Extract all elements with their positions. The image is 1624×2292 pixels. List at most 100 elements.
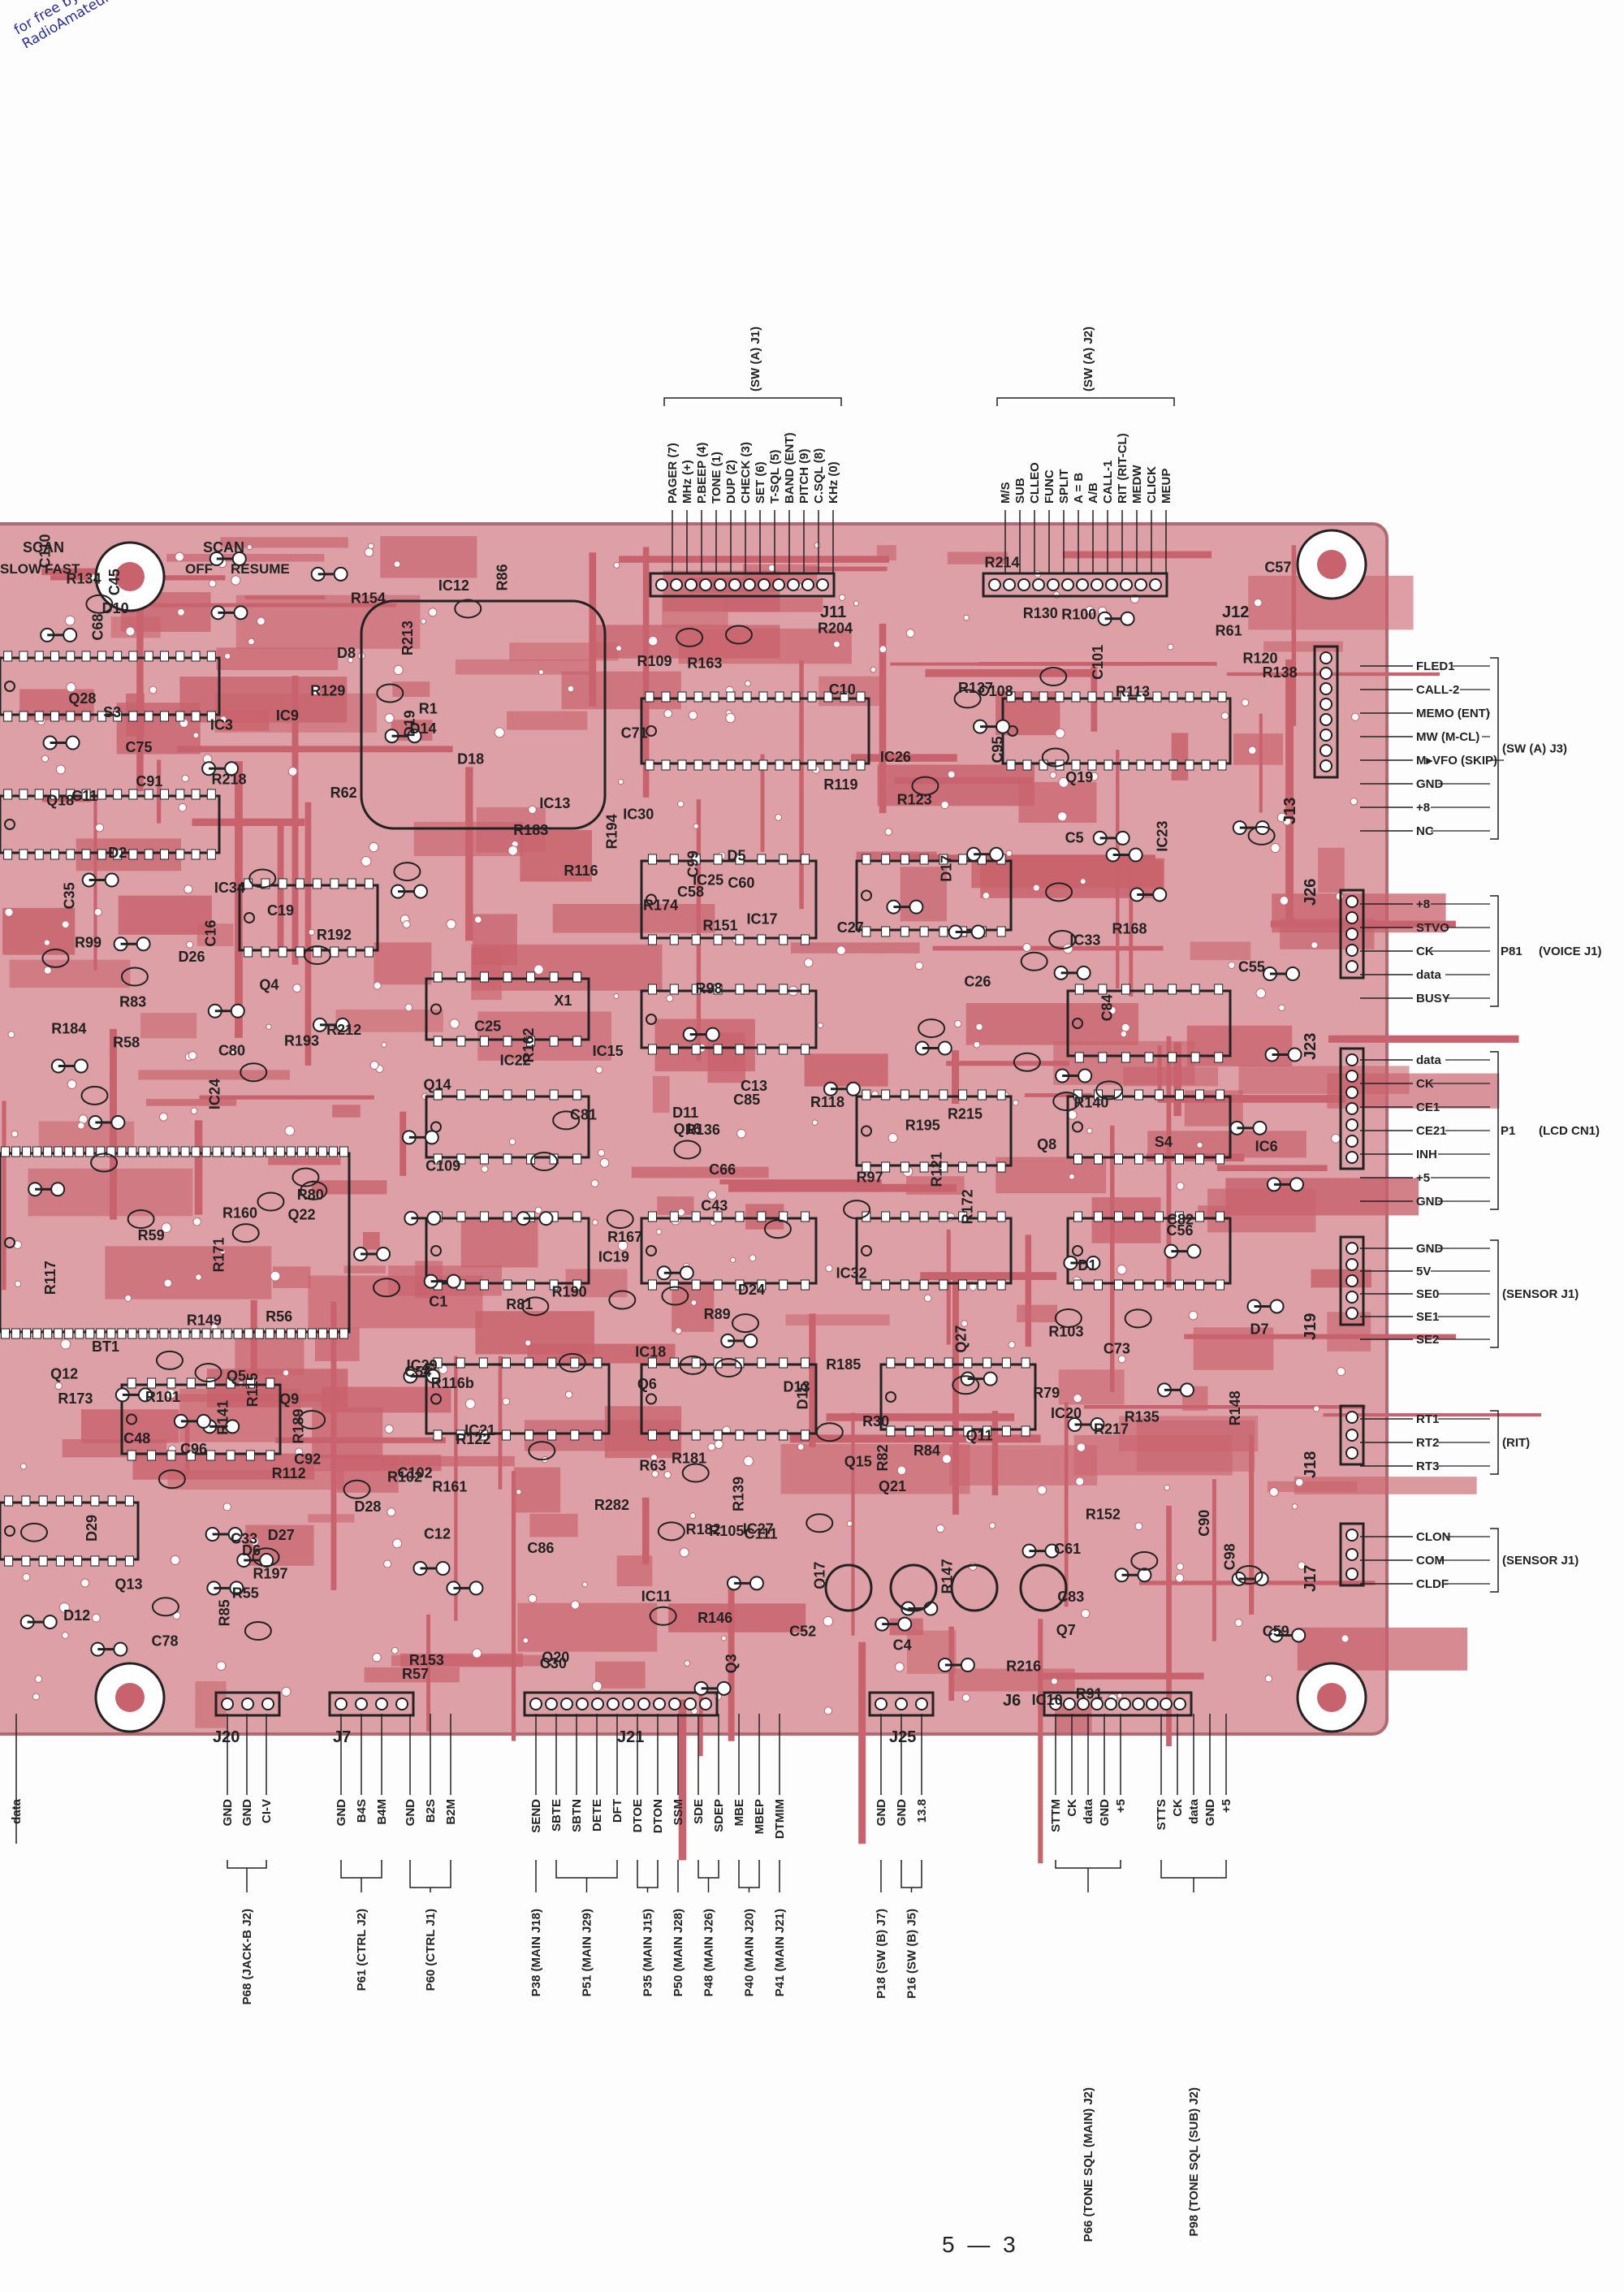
ic-pin (81, 711, 91, 722)
component-designator: C56 (1166, 1222, 1193, 1239)
group-bracket (663, 397, 842, 406)
ic-pin (1121, 1052, 1130, 1063)
resistor-pad (679, 1265, 694, 1281)
ic-package (640, 691, 870, 771)
ic-pin (900, 926, 909, 937)
via (803, 958, 814, 968)
via (508, 1138, 516, 1146)
ic-pin (801, 934, 810, 945)
capacitor (657, 1521, 685, 1542)
ic-pin (479, 1036, 489, 1047)
ic-pin (73, 1555, 83, 1567)
via (720, 1635, 727, 1641)
component-designator: R58 (113, 1035, 140, 1051)
pin-label: CALL-1 (1101, 461, 1115, 504)
pin-label: CI-V (260, 1799, 274, 1823)
ic-package (425, 1357, 611, 1441)
ic-pin (713, 984, 723, 995)
component-designator: R217 (1094, 1421, 1129, 1438)
ic-notch (646, 893, 657, 906)
ic-pin (43, 1146, 53, 1157)
ic-pin (503, 1089, 512, 1101)
ic-pin (244, 946, 253, 958)
pin-label: MEMO (ENT) (1416, 707, 1490, 720)
ic-pin (339, 1328, 348, 1339)
ic-pin (456, 1211, 466, 1222)
ic-pin (113, 849, 123, 860)
group-bracket (227, 1860, 267, 1869)
ic-pin (206, 849, 216, 860)
via (1067, 1109, 1078, 1120)
via (60, 1338, 71, 1350)
component-designator: IC27 (743, 1520, 774, 1537)
ic-notch (861, 889, 872, 902)
component-designator: R213 (400, 621, 416, 655)
component-designator: IC10 (1032, 1692, 1063, 1708)
component-designator: R140 (1073, 1095, 1108, 1111)
group-name: (SENSOR J1) (1502, 1554, 1579, 1568)
connector-pin (895, 1697, 908, 1710)
ic-pin (1114, 1089, 1123, 1101)
via (655, 1228, 663, 1235)
trace-area (668, 1603, 806, 1633)
pin-label: +5 (1114, 1799, 1128, 1813)
ic-pin (593, 1429, 603, 1441)
component-designator: IC25 (693, 872, 723, 889)
ic-pin (206, 789, 216, 800)
connector-name: J19 (1302, 1313, 1320, 1340)
ic-pin (175, 789, 185, 800)
via (149, 685, 158, 694)
ic-pin (881, 1279, 891, 1291)
ic-pin (50, 711, 59, 722)
connector-pin (1345, 1529, 1358, 1542)
resistor-pad (469, 1581, 484, 1596)
via (270, 1270, 281, 1282)
component-designator: D5 (728, 847, 746, 863)
via (1037, 1485, 1047, 1495)
ic-pin (779, 1279, 788, 1291)
switch-s3-right: FAST (45, 561, 80, 577)
ic-pin (572, 1089, 582, 1101)
component-designator: R189 (290, 1409, 306, 1444)
ic-pin (254, 1146, 264, 1157)
component-designator: D11 (672, 1105, 698, 1121)
ic-pin (233, 1328, 243, 1339)
ic-pin (1190, 1052, 1200, 1063)
ic-pin (710, 759, 719, 771)
ic-pin (266, 1450, 275, 1461)
ic-pin (75, 1328, 84, 1339)
via (348, 657, 354, 664)
resistor-pad (407, 729, 422, 744)
connector-pin (335, 1697, 348, 1710)
connector-pin (699, 578, 712, 591)
component-designator: R113 (1116, 684, 1150, 700)
ic-pin (127, 1146, 137, 1157)
ic-pin (54, 1146, 63, 1157)
ic-package (640, 984, 818, 1055)
ic-pin (128, 849, 138, 860)
ic-pin (1216, 1211, 1224, 1222)
capacitor (393, 862, 421, 882)
resistor-pad (538, 1211, 554, 1226)
connector-pin (1320, 667, 1332, 680)
ic-outline (120, 1383, 282, 1455)
ic-pin (138, 1146, 148, 1157)
pin-label: B4S (355, 1799, 369, 1823)
resistor-pad (224, 761, 240, 776)
ic-pin (128, 711, 138, 722)
connector-name: J21 (617, 1728, 644, 1746)
connector-outline (1339, 889, 1365, 980)
via (192, 732, 200, 739)
via (449, 1018, 460, 1029)
component-designator: D1 (1078, 1257, 1096, 1274)
component-designator: R218 (212, 771, 247, 787)
ic-pin (113, 789, 123, 800)
via (613, 992, 620, 1000)
connector-name: J20 (213, 1728, 240, 1746)
resistor-pad (909, 899, 924, 915)
via (1167, 643, 1174, 651)
ic-pin (735, 1044, 745, 1055)
via (613, 561, 620, 569)
